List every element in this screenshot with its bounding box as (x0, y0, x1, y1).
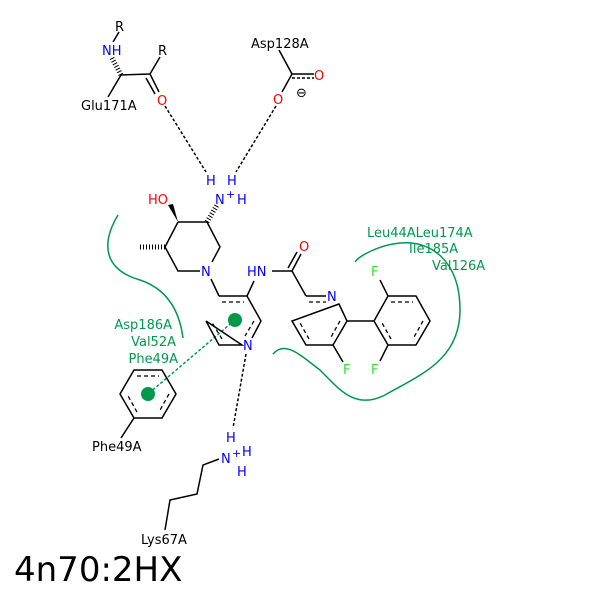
hbond-glu171a (164, 105, 207, 173)
amide-nh-label: HN (247, 265, 267, 280)
positive-charge-label: + (226, 188, 235, 201)
residue-label-lys67a: Lys67A (141, 533, 187, 548)
hydrophobic-arc-left (107, 214, 184, 339)
hydroxyl-label: HO (148, 193, 168, 208)
fluorine-label: F (343, 363, 350, 378)
hydrophobic-arc-right (272, 242, 461, 401)
r-group-label: R (158, 44, 167, 59)
complex-title: 4n70:2HX (14, 550, 183, 590)
residue-label-phe49a: Phe49A (92, 440, 142, 455)
pi-center-dot (141, 387, 155, 401)
phe49a-fragment: Phe49A (92, 369, 177, 455)
hydrophobic-label-val52a: Val52A (131, 335, 176, 350)
ligand-difluorophenyl: F F (371, 265, 431, 378)
hydrophobic-label-asp186a: Asp186A (114, 318, 172, 333)
n-label: N (201, 265, 211, 280)
h-label: H (242, 445, 252, 460)
n-label: N (243, 339, 253, 354)
residue-label-glu171a: Glu171A (81, 99, 137, 114)
pi-stacking-phe49a (147, 319, 236, 395)
hbond-lys67a (232, 353, 247, 429)
hydrophobic-label-phe49a: Phe49A (128, 352, 178, 367)
oxygen-label: O (299, 240, 309, 255)
hydrophobic-label-leu44a-leu174a: Leu44ALeu174A (367, 226, 473, 241)
h-label: H (237, 193, 247, 208)
n-label: N (327, 290, 337, 305)
n-label: N (221, 452, 231, 467)
ligand-pyridine-1: N HN O (205, 240, 309, 354)
hydrophobic-label-val126a: Val126A (432, 259, 485, 274)
positive-charge-label: + (232, 447, 241, 460)
oxygen-label: O (273, 93, 283, 108)
oxygen-label: O (157, 94, 167, 109)
r-group-label: R (115, 20, 124, 35)
h-label: H (227, 174, 237, 189)
ligand-pyridine-2: N F (290, 290, 374, 378)
glu171a-fragment: R NH R O Glu171A (81, 20, 167, 114)
h-label: H (237, 465, 247, 480)
ligand-piperidine: HO N (139, 193, 221, 297)
asp128a-fragment: Asp128A O O ⊖ (251, 37, 324, 108)
fluorine-label: F (371, 265, 378, 280)
oxygen-label: O (314, 69, 324, 84)
fluorine-label: F (371, 363, 378, 378)
ligand-ammonium: H H N + H (206, 174, 247, 208)
h-label: H (226, 431, 236, 446)
hbond-asp128a (235, 105, 277, 173)
lys67a-fragment: H N + H H Lys67A (141, 431, 252, 548)
hashed-bond (109, 56, 124, 77)
pi-center-dot (228, 313, 242, 327)
negative-charge-label: ⊖ (296, 86, 307, 101)
hydrophobic-label-ile185a: Ile185A (409, 242, 458, 257)
nh-label: NH (102, 44, 122, 59)
residue-label-asp128a: Asp128A (251, 37, 309, 52)
h-label: H (206, 174, 216, 189)
n-label: N (215, 193, 225, 208)
